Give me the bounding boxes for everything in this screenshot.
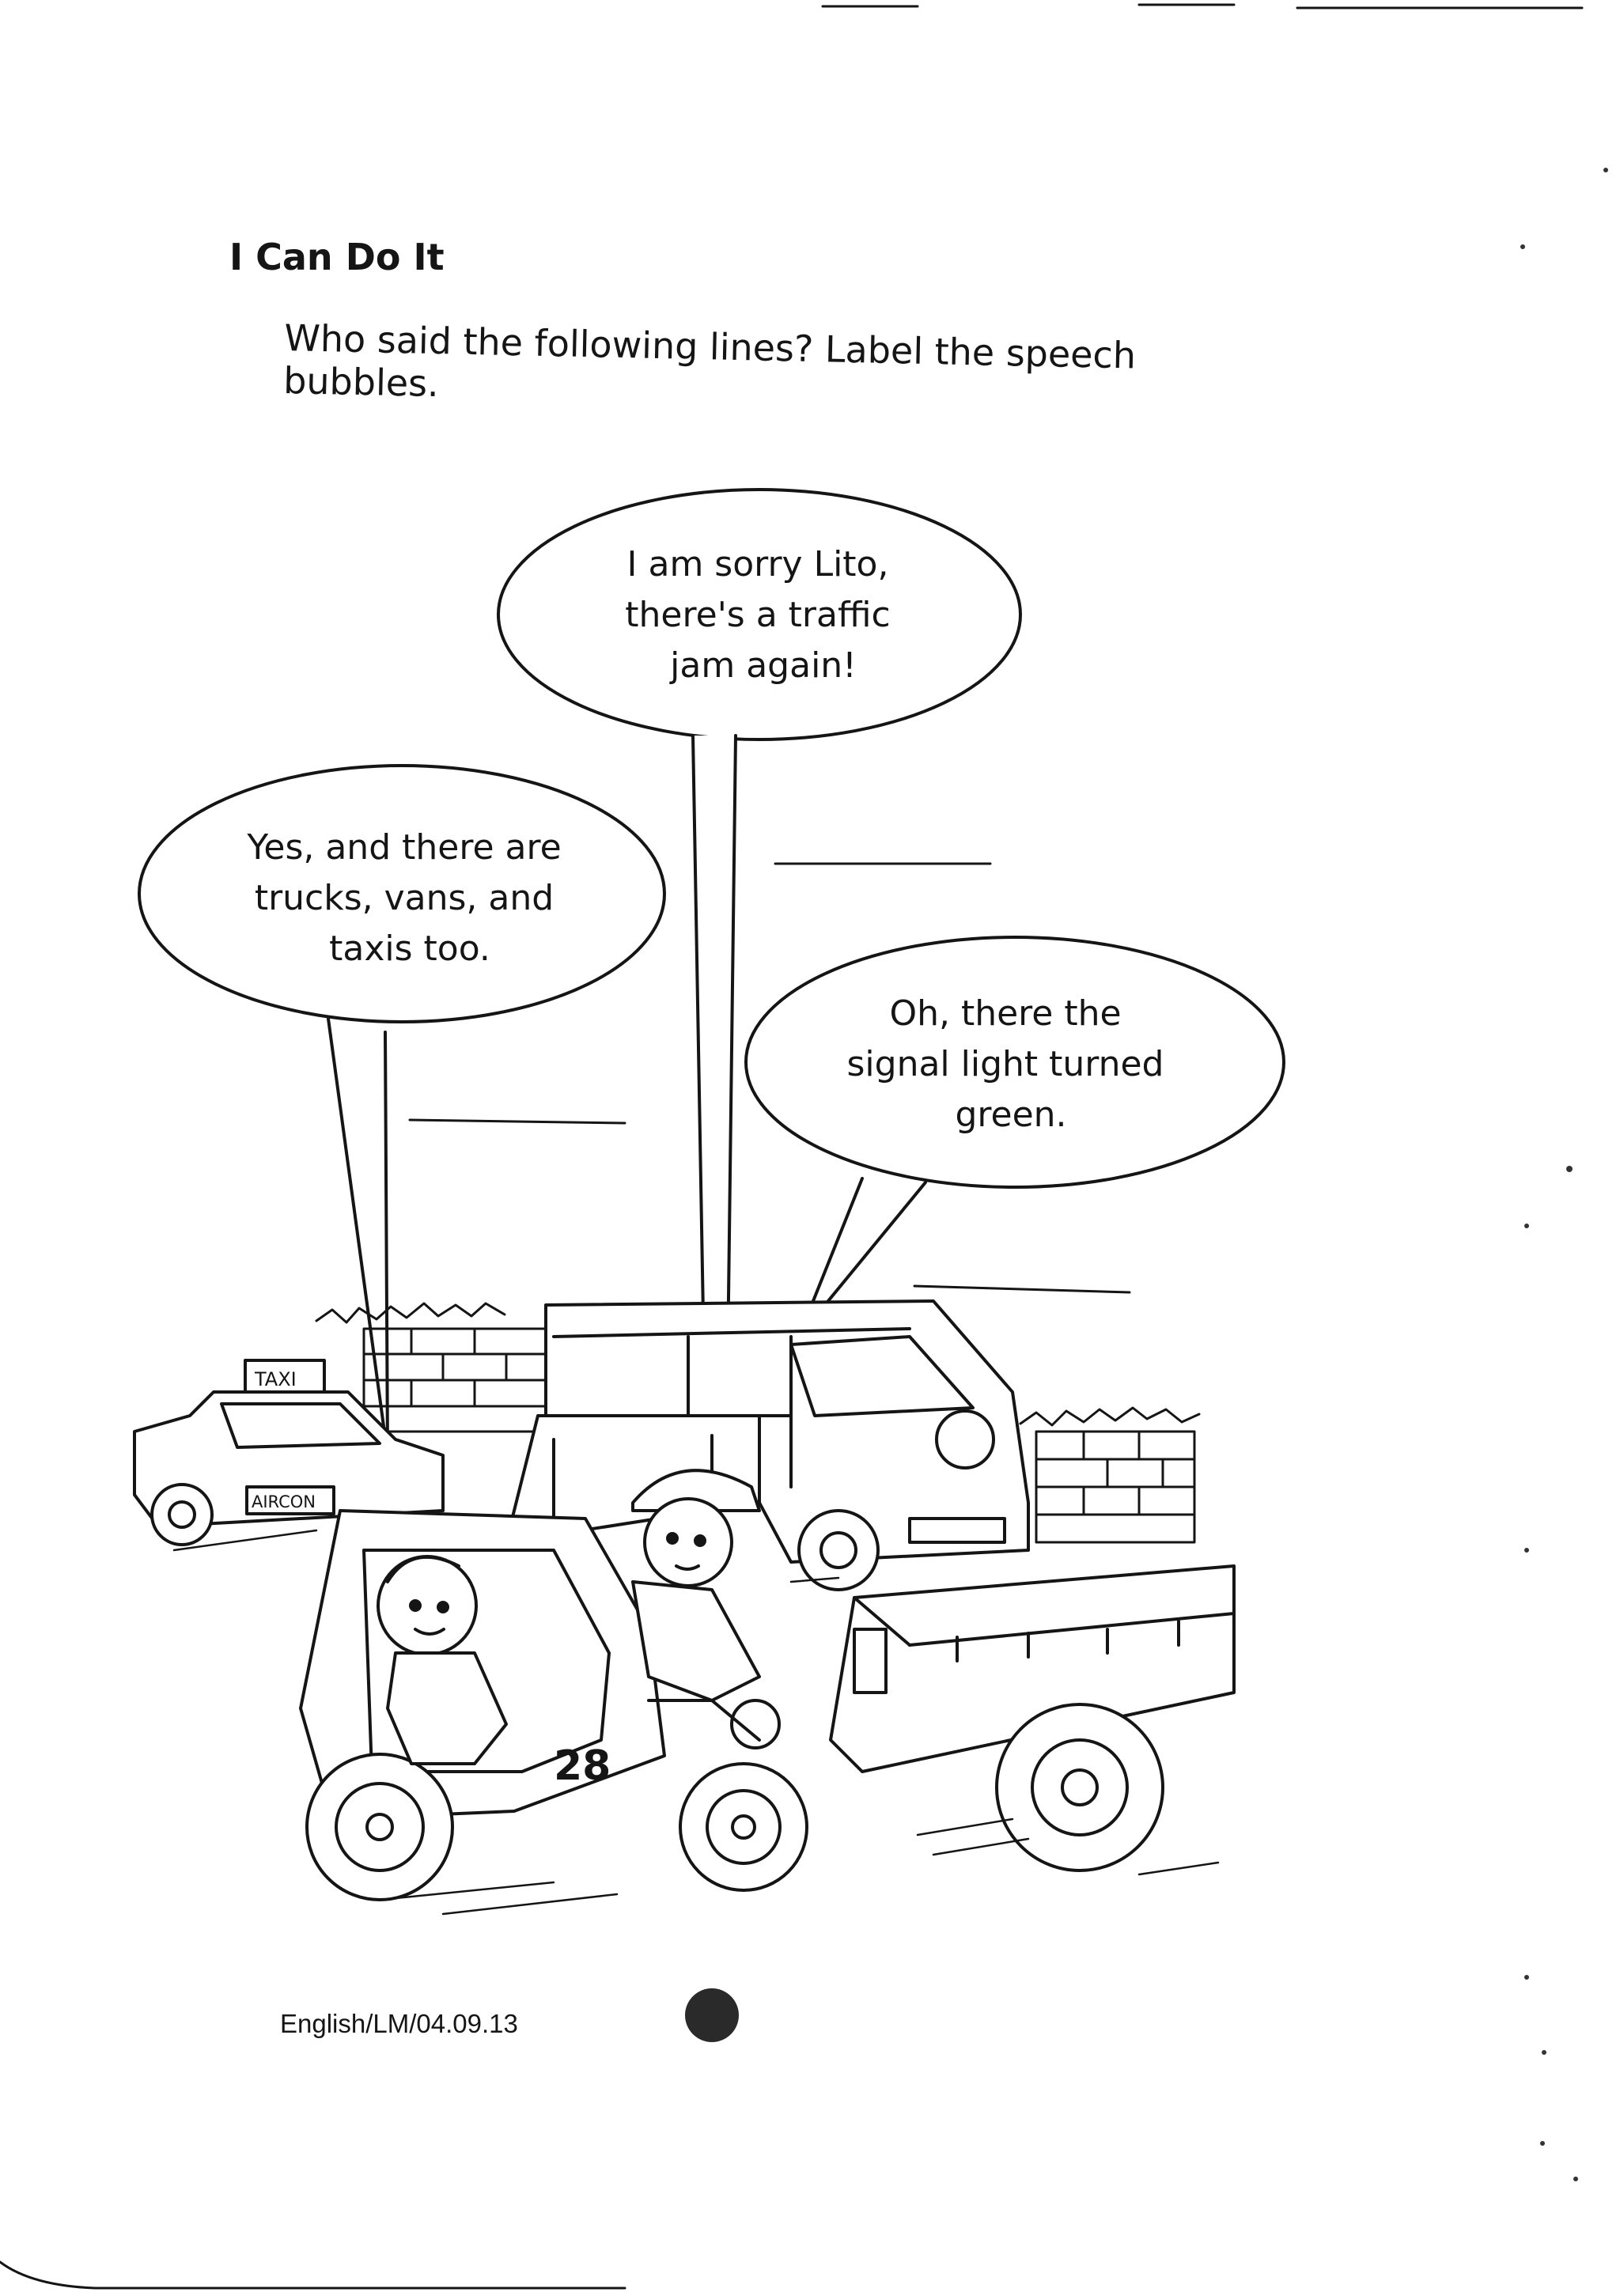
bubble-3-line-3: green.: [955, 1095, 1066, 1135]
tricycle-number-text: 28: [554, 1742, 611, 1790]
pickup-bed: [829, 1564, 1236, 1872]
bubble-2-line-1: Yes, and there are: [246, 827, 561, 868]
bubble-2-line-3: taxis too.: [329, 929, 490, 969]
answer-blank-3[interactable]: [913, 1284, 1131, 1294]
section-heading: I Can Do It: [229, 236, 445, 278]
bubble-2-text: Yes, and there are trucks, vans, and tax…: [246, 827, 572, 969]
scan-edge: [0, 2260, 626, 2290]
answer-blank-2[interactable]: [408, 1118, 626, 1125]
bubble-1-line-1: I am sorry Lito,: [627, 544, 889, 584]
bubble-1-line-3: jam again!: [669, 645, 857, 686]
hedge-right: [1019, 1406, 1201, 1427]
taxi-sign-text: TAXI: [254, 1368, 297, 1390]
bubble-1-line-2: there's a traffic: [625, 595, 890, 635]
tricycle-driver: [631, 1469, 761, 1702]
bubble-3-line-1: Oh, there the: [889, 993, 1121, 1034]
taxi-door-text: AIRCON: [252, 1492, 316, 1511]
boy-passenger: [377, 1555, 508, 1765]
hedge-left: [315, 1302, 506, 1324]
brick-wall-left: [362, 1327, 555, 1433]
bubble-1-text: I am sorry Lito, there's a traffic jam a…: [625, 544, 901, 686]
bubble-3-text: Oh, there the signal light turned green.: [847, 993, 1175, 1135]
bubble-3-line-2: signal light turned: [847, 1044, 1164, 1084]
bubble-2-line-2: trucks, vans, and: [255, 878, 554, 918]
brick-wall-right: [1035, 1430, 1196, 1544]
taxi: TAXI AIRCON: [133, 1359, 445, 1546]
tricycle: 28: [299, 1509, 808, 1901]
scan-specks: [1520, 168, 1608, 2181]
footer-code: English/LM/04.09.13: [280, 2009, 518, 2038]
ground-hatching: [172, 1529, 1220, 1916]
speech-bubble-1: [497, 488, 1022, 1362]
page-number-blot: [685, 1988, 739, 2042]
